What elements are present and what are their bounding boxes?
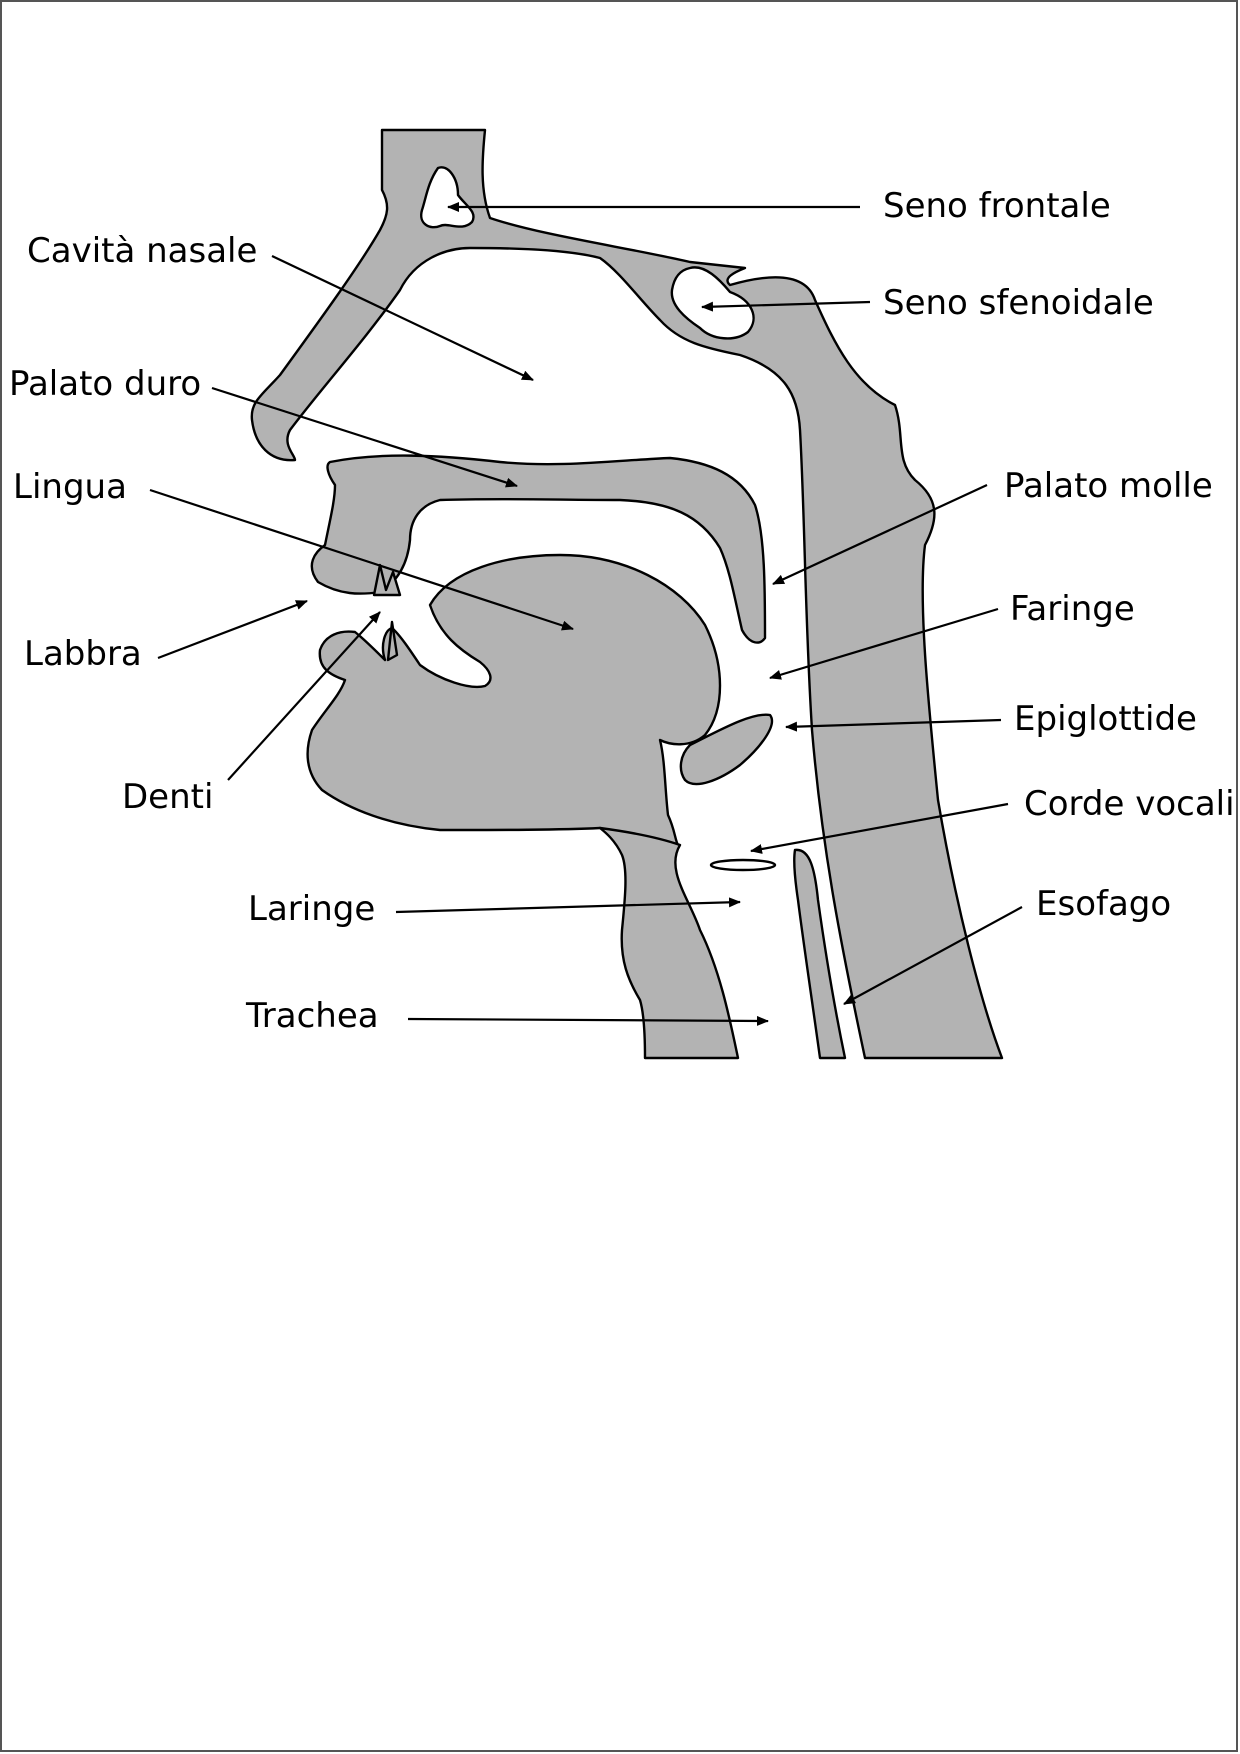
label-lips: Labbra	[24, 634, 142, 674]
leader-larynx	[395, 897, 741, 914]
label-vocal-cords: Corde vocali	[1024, 784, 1235, 824]
skull-and-pharyngeal-wall	[250, 128, 1004, 1060]
label-teeth: Denti	[122, 777, 213, 817]
label-pharynx: Faringe	[1010, 589, 1135, 629]
leader-hard-palate	[211, 386, 518, 488]
label-esophagus: Esofago	[1036, 884, 1171, 924]
leader-trachea	[407, 1015, 769, 1026]
label-larynx: Laringe	[248, 889, 375, 929]
label-sphenoid-sinus: Seno sfenoidale	[883, 283, 1154, 323]
upper-tooth	[372, 563, 402, 597]
label-tongue: Lingua	[13, 467, 127, 507]
leader-lips	[157, 599, 308, 660]
esophagus-wall	[793, 848, 847, 1060]
label-soft-palate: Palato molle	[1004, 466, 1213, 506]
leader-pharynx	[769, 607, 999, 680]
palate-and-upper-lip	[310, 454, 767, 644]
leader-vocal-cords	[750, 802, 1009, 854]
leader-soft-palate	[772, 484, 988, 585]
epiglottis-flap	[679, 713, 773, 786]
tongue-and-lower-jaw	[306, 553, 722, 847]
label-nasal-cavity: Cavità nasale	[27, 231, 257, 271]
frontal-sinus-cavity	[420, 166, 475, 229]
leader-tongue	[149, 488, 574, 631]
label-trachea: Trachea	[245, 996, 379, 1036]
label-epiglottis: Epiglottide	[1014, 699, 1197, 739]
lower-tooth	[386, 620, 399, 662]
leader-epiglottis	[785, 718, 1002, 732]
leader-sphenoid-sinus	[701, 300, 871, 312]
leader-esophagus	[843, 906, 1023, 1005]
larynx-trachea-tube	[598, 826, 740, 1060]
label-hard-palate: Palato duro	[9, 364, 201, 404]
label-frontal-sinus: Seno frontale	[883, 186, 1111, 226]
leader-teeth	[227, 611, 381, 781]
leader-nasal-cavity	[271, 255, 534, 381]
vocal-cords-shape	[709, 858, 777, 872]
